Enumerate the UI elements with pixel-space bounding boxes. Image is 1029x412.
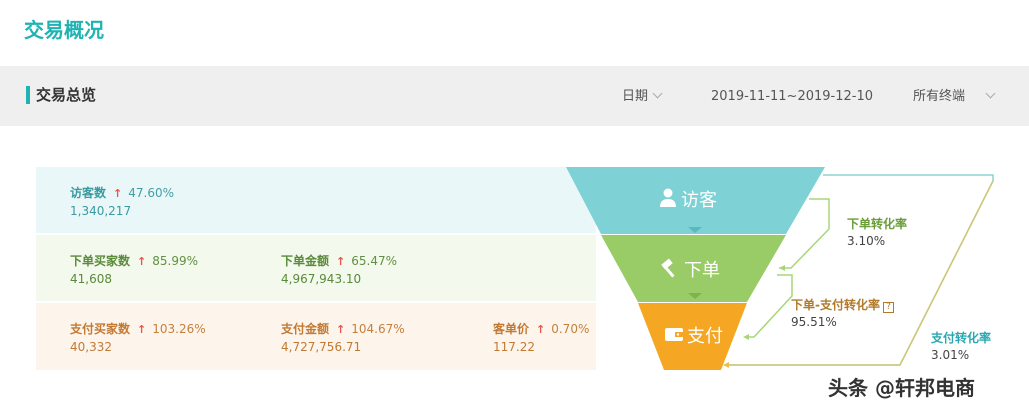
watermark: 头条 @轩邦电商: [828, 376, 975, 400]
arrow-up-icon: ↑: [113, 187, 123, 200]
metric-pct: 47.60%: [128, 186, 174, 200]
rate-label: 支付转化率: [931, 331, 992, 345]
toolbar: 交易总览 日期 2019-11-11~2019-12-10 所有终端: [0, 66, 1029, 126]
metric-pay-buyers: 支付买家数 ↑ 103.26% 40,332: [70, 321, 206, 356]
metric-value: 4,727,756.71: [281, 340, 362, 354]
wallet-icon: [665, 326, 683, 348]
connector-order-rate: [779, 198, 830, 269]
metric-pct: 104.67%: [351, 322, 405, 336]
arrow-up-icon: ↑: [336, 255, 346, 268]
arrow-up-icon: ↑: [137, 255, 147, 268]
metric-avg-price: 客单价 ↑ 0.70% 117.22: [493, 321, 589, 356]
metric-order-amount: 下单金额 ↑ 65.47% 4,967,943.10: [281, 253, 397, 288]
order-conversion-rate: 下单转化率 3.10%: [847, 216, 907, 250]
rate-value: 3.01%: [931, 348, 970, 362]
arrow-up-icon: ↑: [137, 323, 147, 336]
down-arrow-icon: [688, 227, 702, 233]
page-title: 交易概况: [24, 18, 104, 42]
metric-label: 客单价: [493, 322, 530, 336]
help-icon[interactable]: ?: [882, 302, 894, 313]
metric-label: 下单金额: [281, 254, 330, 268]
arrow-up-icon: ↑: [336, 323, 346, 336]
rate-value: 3.10%: [847, 234, 886, 248]
funnel-label-visitors: 访客: [659, 188, 717, 214]
arrow-up-icon: ↑: [536, 323, 546, 336]
chevron-down-icon: [652, 88, 663, 99]
funnel-label-orders: 下单: [660, 258, 720, 284]
metric-label: 访客数: [70, 186, 107, 200]
metric-pay-amount: 支付金额 ↑ 104.67% 4,727,756.71: [281, 321, 405, 356]
pay-conversion-rate: 支付转化率 3.01%: [931, 330, 991, 364]
metric-pct: 65.47%: [351, 254, 397, 268]
metric-label: 支付金额: [281, 322, 330, 336]
metric-pct: 0.70%: [551, 322, 590, 336]
rate-label: 下单转化率: [847, 217, 908, 231]
user-icon: [659, 188, 677, 214]
terminal-label: 所有终端: [913, 89, 966, 104]
metric-value: 117.22: [493, 340, 535, 354]
funnel-label-payments: 支付: [665, 326, 723, 348]
section-title: 交易总览: [26, 86, 96, 104]
metric-visitors: 访客数 ↑ 47.60% 1,340,217: [70, 185, 174, 220]
metric-value: 41,608: [70, 272, 112, 286]
metric-value: 1,340,217: [70, 204, 132, 218]
date-selector[interactable]: 日期: [622, 88, 663, 106]
rate-label: 下单-支付转化率?: [791, 297, 894, 314]
metric-label: 下单买家数: [70, 254, 131, 268]
visitor-row: 访客数 ↑ 47.60% 1,340,217: [36, 167, 596, 233]
connector-order-pay-rate: [745, 274, 793, 338]
chevron-down-icon: [985, 88, 996, 99]
date-range[interactable]: 2019-11-11~2019-12-10: [711, 89, 873, 104]
date-label: 日期: [622, 89, 649, 104]
terminal-selector[interactable]: 所有终端: [913, 88, 996, 106]
payment-row: 支付买家数 ↑ 103.26% 40,332 支付金额 ↑ 104.67% 4,727,…: [36, 303, 596, 370]
metric-pct: 103.26%: [152, 322, 206, 336]
hammer-icon: [660, 258, 680, 284]
metric-order-buyers: 下单买家数 ↑ 85.99% 41,608: [70, 253, 198, 288]
metric-pct: 85.99%: [152, 254, 198, 268]
metric-value: 4,967,943.10: [281, 272, 362, 286]
down-arrow-icon: [688, 293, 702, 299]
rate-value: 95.51%: [791, 315, 837, 329]
order-pay-conversion-rate: 下单-支付转化率? 95.51%: [791, 297, 894, 331]
metric-label: 支付买家数: [70, 322, 131, 336]
order-row: 下单买家数 ↑ 85.99% 41,608 下单金额 ↑ 65.47% 4,967,94…: [36, 235, 596, 301]
metric-value: 40,332: [70, 340, 112, 354]
